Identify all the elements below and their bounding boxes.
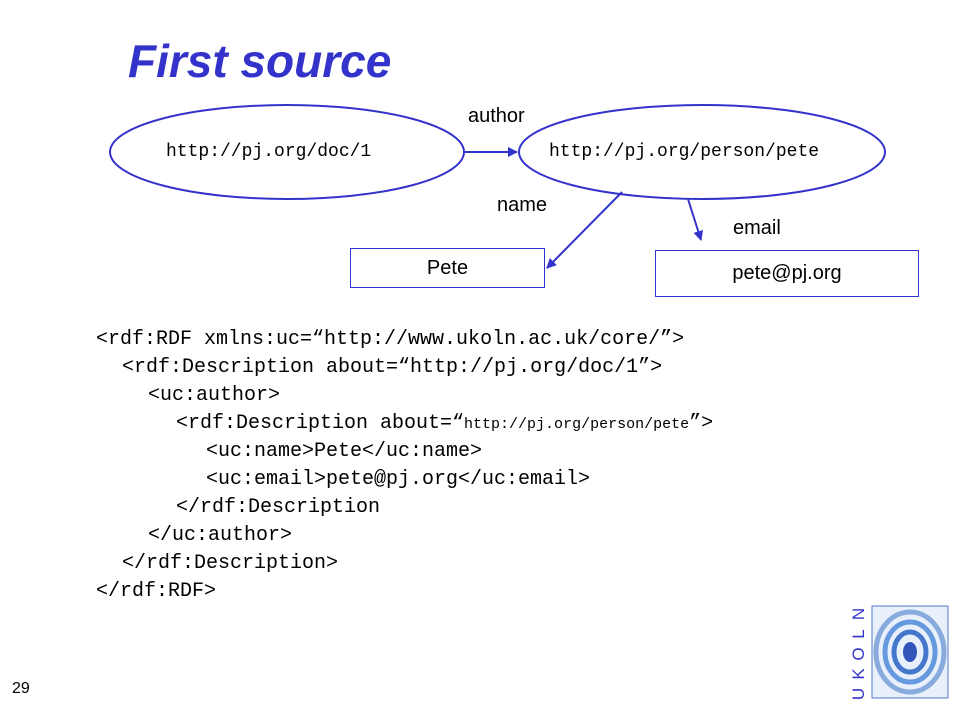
code-line: <rdf:Description about=“http://pj.org/pe… [176,410,713,438]
code-line: <uc:name>Pete</uc:name> [206,440,483,463]
logo-letter: U [850,688,868,700]
name-literal-text: Pete [426,256,469,279]
name-literal-box: Pete [350,248,545,288]
author-edge-label: author [468,105,525,127]
email-arrow [687,198,704,241]
logo-letter: O [850,647,868,660]
logo-letter: L [850,629,868,638]
code-line: </uc:author> [148,524,293,547]
person-node-ellipse [518,104,886,200]
rdf-graph-diagram [109,104,886,269]
code-segment: http://pj.org/person/pete [464,416,690,433]
page-title: First source [128,35,392,87]
email-literal-text: pete@pj.org [732,262,842,284]
doc-node-label: http://pj.org/doc/1 [166,142,372,162]
name-arrow [546,191,623,269]
email-literal-box: pete@pj.org [655,250,919,297]
person-node-label: http://pj.org/person/pete [549,142,820,162]
logo-letter: N [850,608,868,620]
code-line: <uc:author> [148,384,281,407]
logo-letter: K [850,668,868,680]
code-line: </rdf:Description [176,496,381,519]
code-line: <rdf:Description about=“http://pj.org/do… [122,356,663,379]
code-line: <rdf:RDF xmlns:uc=“http://www.ukoln.ac.u… [96,328,685,351]
code-line: </rdf:Description> [122,552,339,575]
email-edge-label: email [733,217,781,239]
code-segment: <rdf:Description about=“ [176,412,465,435]
code-line: </rdf:RDF> [96,580,217,603]
name-edge-label: name [497,194,548,216]
slide-number: 29 [12,680,30,697]
code-segment: ”> [689,412,714,435]
code-line: <uc:email>pete@pj.org</uc:email> [206,468,591,491]
